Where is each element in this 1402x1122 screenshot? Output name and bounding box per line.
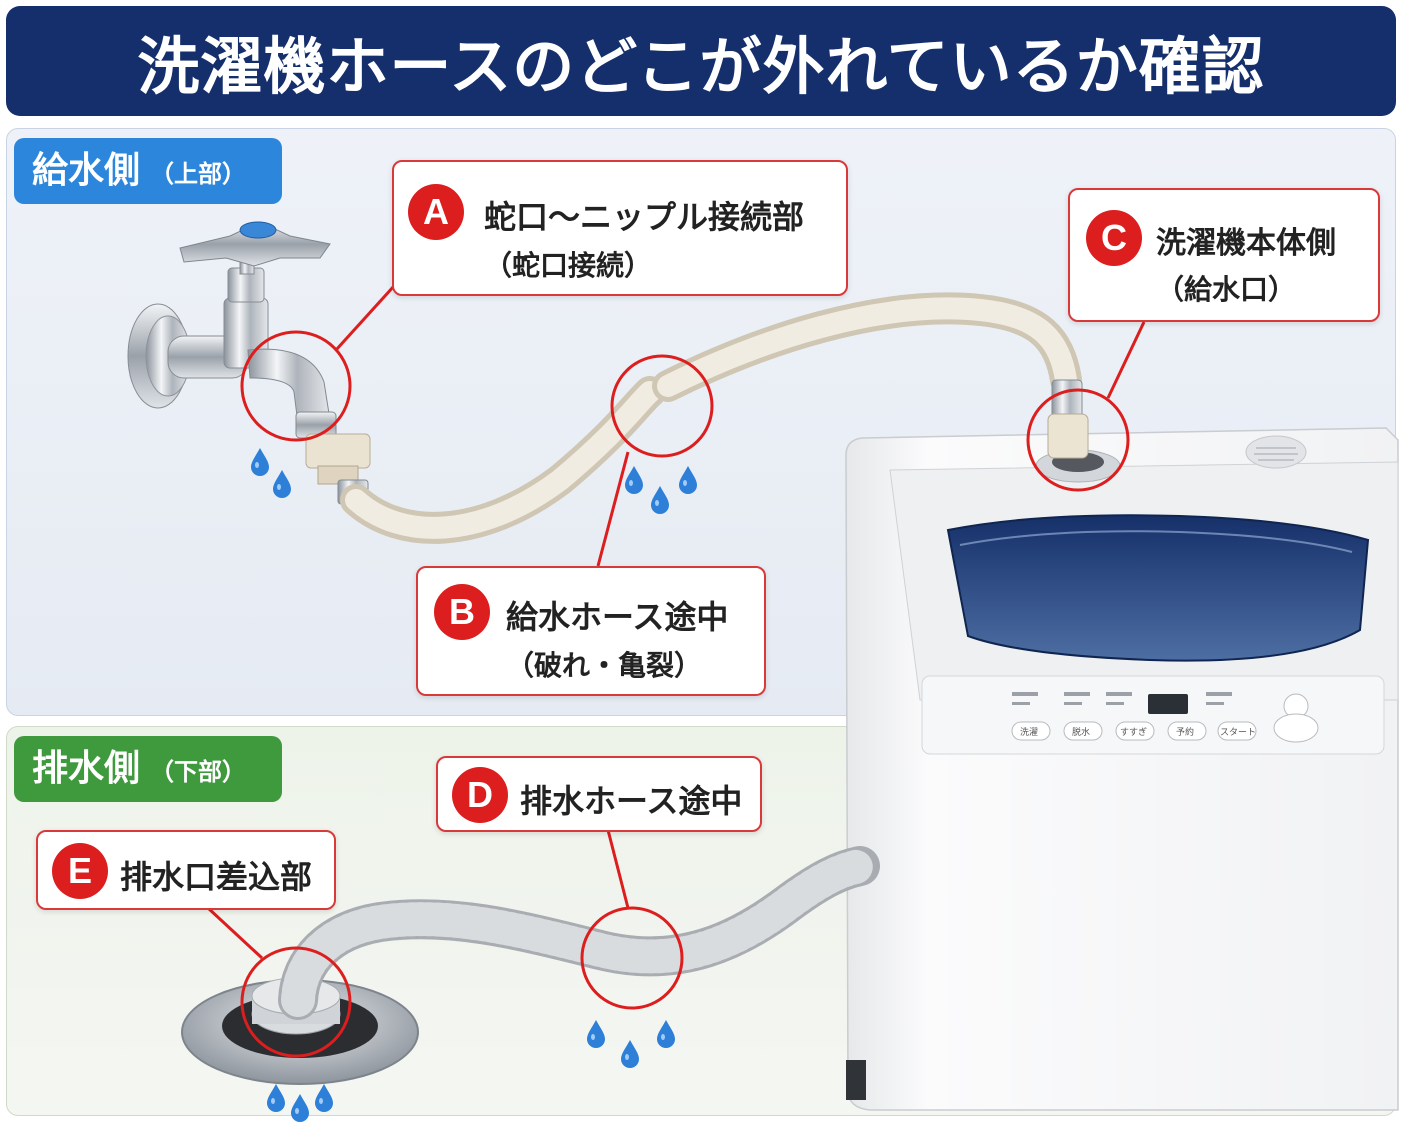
callout-c-title: 洗濯機本体側 [1156,218,1336,262]
badge-c: C [1086,210,1142,266]
callout-a-subtitle: （蛇口接続） [484,244,652,284]
callout-b-subtitle: （破れ・亀裂） [506,644,702,684]
callout-b: B 給水ホース途中 （破れ・亀裂） [416,566,766,696]
badge-a: A [408,184,464,240]
callout-d: D 排水ホース途中 [436,756,762,832]
panel-button-spin[interactable]: 脱水 [1072,725,1090,738]
washing-machine-icon [846,428,1398,1110]
panel-button-timer[interactable]: 予約 [1176,725,1194,738]
panel-buttons: 洗濯 脱水 すすぎ 予約 スタート [1012,724,1258,740]
callout-c-subtitle: （給水口） [1156,268,1296,308]
badge-e: E [52,843,108,899]
callout-e-title: 排水口差込部 [120,852,312,898]
callout-a-title: 蛇口〜ニップル接続部 [484,192,804,238]
panel-button-start[interactable]: スタート [1220,725,1256,738]
faucet-icon [128,222,370,504]
callout-e: E 排水口差込部 [36,830,336,910]
supply-side-label: 給水側 （上部） [14,138,282,204]
callout-b-title: 給水ホース途中 [506,592,728,638]
panel-button-rinse[interactable]: すすぎ [1120,725,1147,738]
drain-hose [298,866,860,1000]
callout-a: A 蛇口〜ニップル接続部 （蛇口接続） [392,160,848,296]
badge-d: D [452,767,508,823]
badge-b: B [434,584,490,640]
callout-d-title: 排水ホース途中 [520,776,742,822]
panel-button-wash[interactable]: 洗濯 [1020,725,1038,738]
callout-c: C 洗濯機本体側 （給水口） [1068,188,1380,322]
drain-side-label: 排水側 （下部） [14,736,282,802]
